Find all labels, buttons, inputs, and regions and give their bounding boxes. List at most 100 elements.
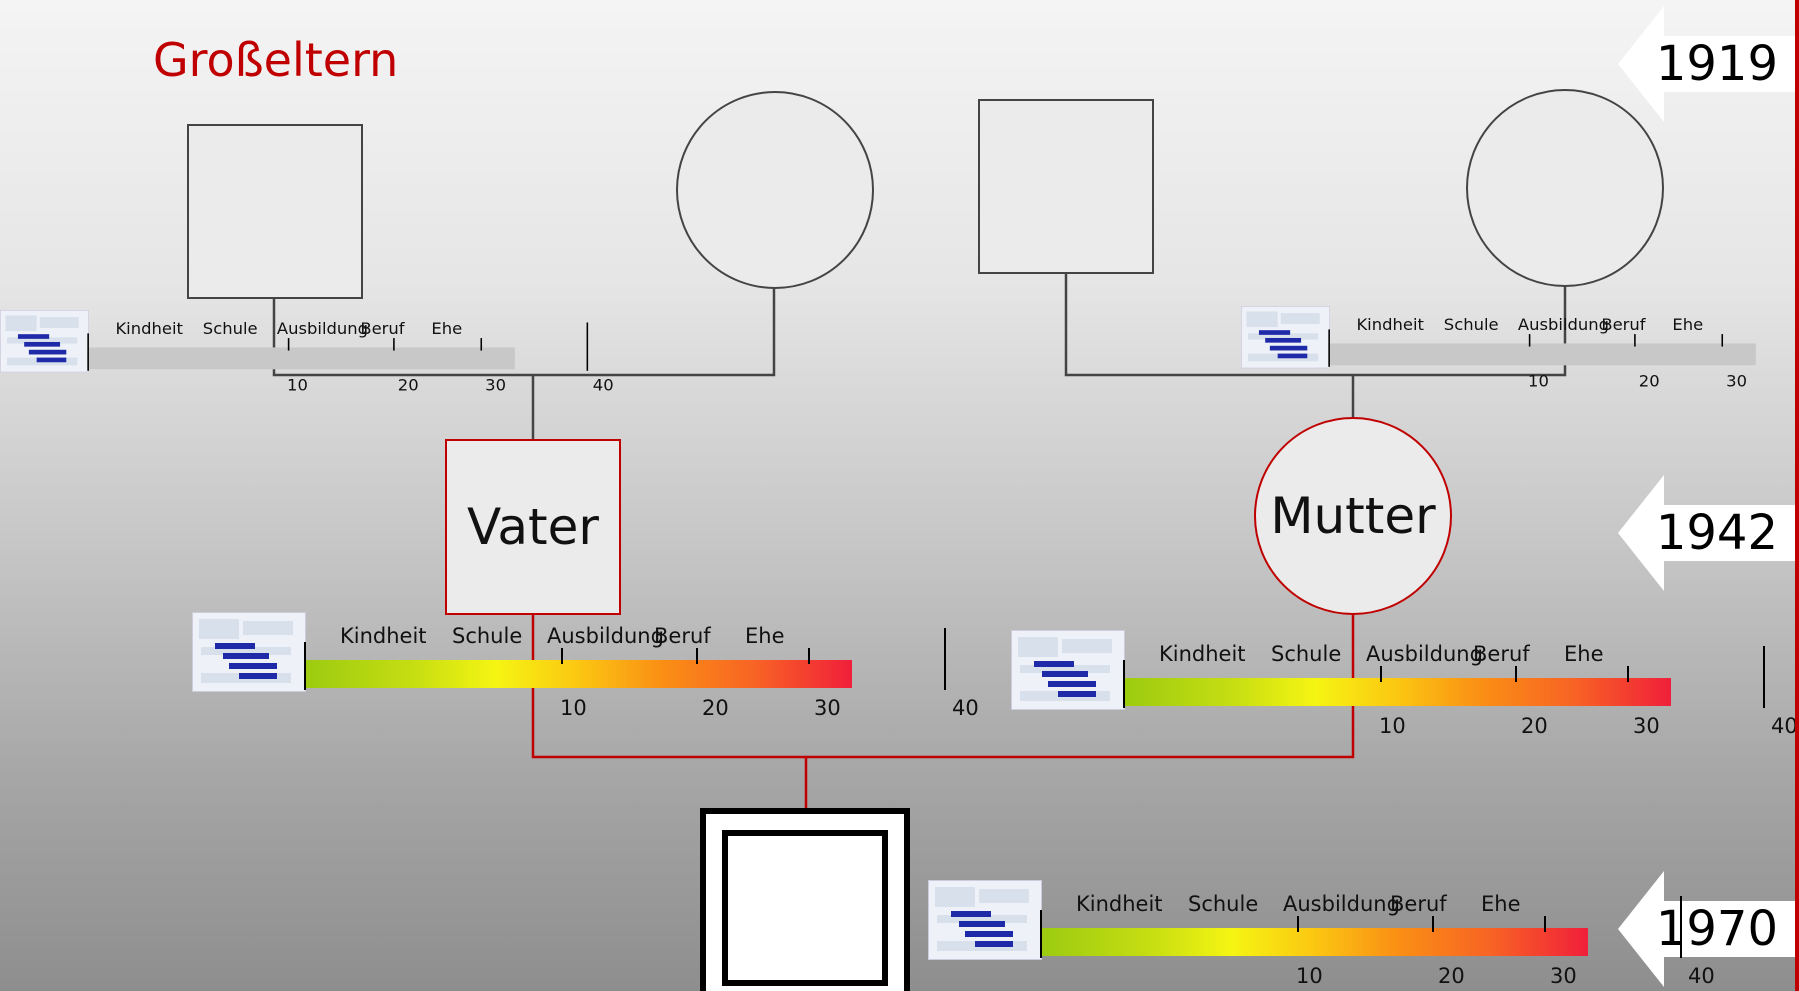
timeline-tick-label: 20 <box>1438 964 1465 988</box>
timeline-start-tick <box>1123 660 1125 708</box>
timeline-category-label: Ehe <box>1481 892 1521 916</box>
child-square <box>700 808 910 991</box>
right-edge-accent <box>1795 0 1799 991</box>
timeline-tick-mark <box>480 338 483 351</box>
timeline-tick-mark <box>1544 916 1546 932</box>
timeline-category-label: Ausbildung <box>1517 315 1610 335</box>
timeline-bar <box>1328 343 1756 366</box>
timeline-tick-mark <box>944 628 946 690</box>
maternal-grandparents-connector <box>1064 274 1567 377</box>
paternal-grandparents-connector <box>272 288 776 377</box>
timeline-thumbnail-image <box>1241 306 1330 369</box>
timeline-category-label: Kindheit <box>1076 892 1163 916</box>
timeline-category-label: Kindheit <box>1159 642 1246 666</box>
timeline-tick-label: 30 <box>1633 714 1660 738</box>
child-inner-square <box>722 830 888 986</box>
timeline-category-label: Ehe <box>1564 642 1604 666</box>
timeline-bar <box>1040 928 1588 956</box>
timeline-tick-label: 30 <box>1726 371 1748 391</box>
timeline-tick-mark <box>1634 334 1636 347</box>
timeline-tick-mark <box>1432 916 1434 932</box>
timeline-tick-mark <box>1515 666 1517 682</box>
timeline-thumbnail-image <box>0 310 89 373</box>
maternal-grandfather-square <box>978 99 1154 274</box>
timeline-tick-label: 40 <box>1688 964 1715 988</box>
timeline-category-label: Ausbildung <box>1366 642 1483 666</box>
page-title: Großeltern <box>153 33 399 87</box>
year-arrow-1942: 1942 <box>1618 475 1798 591</box>
timeline-tick-label: 30 <box>814 696 841 720</box>
timeline-tick-label: 10 <box>1528 371 1549 391</box>
timeline-tick-label: 20 <box>702 696 729 720</box>
timeline-tick-label: 20 <box>397 375 419 395</box>
timeline-tick-label: 40 <box>952 696 979 720</box>
timeline-start-tick <box>87 333 89 371</box>
timeline-category-label: Schule <box>1443 315 1499 335</box>
timeline-tick-label: 10 <box>287 375 308 395</box>
year-arrow-1970: 1970 <box>1618 871 1798 987</box>
timeline-thumbnail-image <box>928 880 1042 960</box>
mutter-label: Mutter <box>1270 487 1436 545</box>
mutter-circle: Mutter <box>1254 417 1452 615</box>
timeline-start-tick <box>304 642 306 690</box>
timeline-category-label: Kindheit <box>340 624 427 648</box>
timeline-category-label: Ehe <box>1672 315 1704 335</box>
timeline-tick-mark <box>1680 896 1682 958</box>
timeline-tick-label: 10 <box>560 696 587 720</box>
timeline-tick-mark <box>1627 666 1629 682</box>
timeline-category-label: Beruf <box>1473 642 1530 666</box>
timeline-category-label: Schule <box>1271 642 1342 666</box>
timeline-tick-mark <box>808 648 810 664</box>
timeline-tick-mark <box>696 648 698 664</box>
timeline-category-label: Ehe <box>745 624 785 648</box>
timeline-tick-mark <box>1297 916 1299 932</box>
vater-square: Vater <box>445 439 621 615</box>
timeline-tick-label: 10 <box>1296 964 1323 988</box>
timeline-tick-label: 10 <box>1379 714 1406 738</box>
timeline-category-label: Beruf <box>360 319 405 339</box>
timeline-category-label: Kindheit <box>1356 315 1424 335</box>
timeline-category-label: Ausbildung <box>276 319 369 339</box>
year-label: 1970 <box>1655 901 1778 957</box>
timeline-tick-label: 40 <box>1771 714 1798 738</box>
timeline-tick-label: 40 <box>592 375 614 395</box>
timeline-category-label: Kindheit <box>115 319 183 339</box>
timeline-tick-mark <box>586 322 589 371</box>
timeline-category-label: Ausbildung <box>1283 892 1400 916</box>
timeline-category-label: Schule <box>452 624 523 648</box>
timeline-category-label: Beruf <box>1601 315 1646 335</box>
timeline-tick-mark <box>1528 334 1531 347</box>
year-label: 1919 <box>1655 36 1778 92</box>
timeline-tick-label: 20 <box>1521 714 1548 738</box>
year-arrow-1919: 1919 <box>1618 6 1798 122</box>
timeline-category-label: Ausbildung <box>547 624 664 648</box>
timeline-bar <box>1123 678 1671 706</box>
year-label: 1942 <box>1655 505 1778 561</box>
timeline-thumbnail-image <box>1011 630 1125 710</box>
paternal-grandfather-square <box>187 124 363 299</box>
timeline-category-label: Beruf <box>1390 892 1447 916</box>
timeline-tick-mark <box>393 338 395 351</box>
timeline-category-label: Schule <box>1188 892 1259 916</box>
timeline-category-label: Schule <box>202 319 258 339</box>
timeline-tick-mark <box>561 648 563 664</box>
maternal-grandmother-circle <box>1466 89 1664 287</box>
timeline-tick-mark <box>287 338 290 351</box>
timeline-bar <box>304 660 852 688</box>
timeline-tick-label: 30 <box>1550 964 1577 988</box>
timeline-tick-label: 30 <box>485 375 507 395</box>
timeline-start-tick <box>1040 910 1042 958</box>
vater-label: Vater <box>467 498 599 556</box>
timeline-category-label: Beruf <box>654 624 711 648</box>
timeline-tick-mark <box>1380 666 1382 682</box>
timeline-tick-label: 20 <box>1638 371 1660 391</box>
timeline-start-tick <box>1328 329 1330 367</box>
timeline-tick-mark <box>1763 646 1765 708</box>
timeline-bar <box>87 347 515 370</box>
